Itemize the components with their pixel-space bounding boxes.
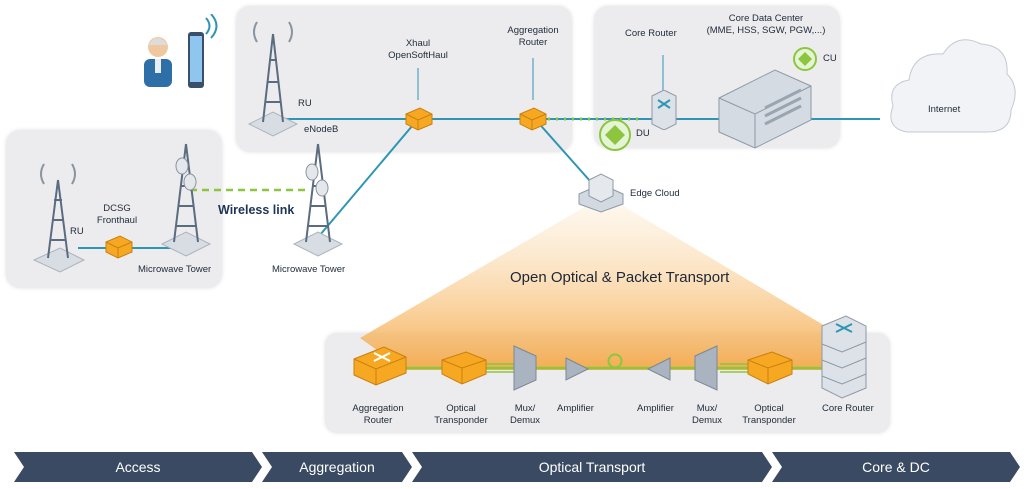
microwave-tower-mid-label: Microwave Tower (272, 264, 346, 275)
core-dc-label: Core Data Center (MME, HSS, SGW, PGW,...… (706, 13, 826, 36)
segment-core-dc[interactable]: Core & DC (862, 459, 930, 475)
xhaul-label: Xhaul OpenSoftHaul (388, 38, 448, 61)
amplifier-right-label: Amplifier (637, 403, 674, 414)
mux-icon (694, 345, 718, 391)
aggregation-router-bottom-label: Aggregation Router (352, 403, 404, 426)
cell-tower-icon (247, 21, 299, 137)
segment-optical-transport[interactable]: Optical Transport (538, 459, 646, 475)
transponder-icon[interactable] (440, 350, 488, 386)
microwave-tower-icon (292, 143, 344, 257)
optical-transponder-right-label: Optical Transponder (742, 403, 796, 426)
amplifier-icon (565, 357, 590, 381)
du-label: DU (636, 128, 650, 139)
optical-transponder-left-label: Optical Transponder (434, 403, 488, 426)
open-optical-title: Open Optical & Packet Transport (510, 269, 730, 286)
aggregation-router-icon[interactable] (518, 106, 548, 132)
mux-demux-right-label: Mux/ Demux (691, 403, 723, 426)
cell-tower-icon (32, 163, 86, 273)
mux-demux-left-label: Mux/ Demux (509, 403, 541, 426)
data-center-icon (718, 69, 812, 149)
fiber-coil-icon (607, 353, 623, 369)
edge-cloud-label: Edge Cloud (630, 188, 680, 199)
core-router-bottom-label: Core Router (822, 403, 874, 414)
microwave-tower-icon (160, 143, 212, 257)
wireless-link-label: Wireless link (218, 203, 295, 217)
phone-icon (188, 14, 218, 88)
transport-cone (360, 195, 852, 370)
enodeb-label: eNodeB (304, 124, 339, 135)
segment-access[interactable]: Access (115, 459, 161, 475)
person-icon (144, 37, 172, 87)
microwave-tower-left-label: Microwave Tower (138, 264, 212, 275)
internet-label: Internet (928, 104, 961, 115)
amplifier-icon (646, 357, 671, 381)
core-router-icon[interactable] (650, 90, 678, 130)
transponder-icon[interactable] (746, 350, 794, 386)
edge-cloud-icon (578, 173, 624, 213)
cu-label: CU (823, 53, 837, 64)
ru-top-label: RU (298, 98, 312, 109)
segment-aggregation[interactable]: Aggregation (299, 459, 375, 475)
core-router-top-label: Core Router (625, 28, 677, 39)
amplifier-left-label: Amplifier (557, 403, 594, 414)
xhaul-router-icon[interactable] (404, 106, 434, 132)
cu-icon (793, 47, 817, 71)
aggregation-router-top-label: Aggregation Router (507, 25, 559, 48)
mux-icon (513, 345, 537, 391)
dcsg-fronthaul-label: DCSG Fronthaul (96, 203, 138, 226)
du-icon (599, 119, 631, 151)
server-rack-icon[interactable] (818, 314, 870, 400)
fronthaul-router-icon[interactable] (104, 234, 134, 260)
cloud-icon (890, 39, 1016, 133)
ru-left-label: RU (70, 226, 84, 237)
router-icon[interactable] (350, 343, 410, 389)
